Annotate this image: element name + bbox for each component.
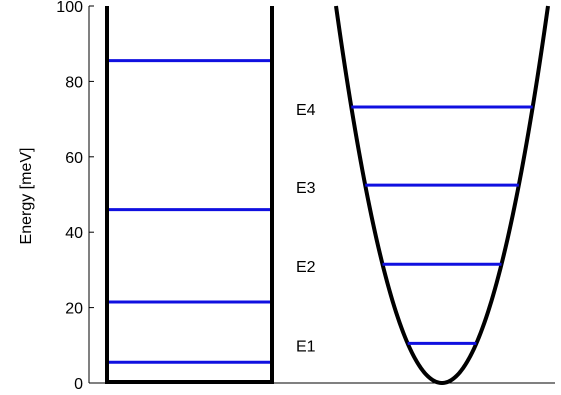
square-well-panel <box>105 6 274 384</box>
harmonic-potential-curve <box>334 5 550 386</box>
level-label-e4: E4 <box>296 102 316 119</box>
y-tick-label: 100 <box>56 0 83 16</box>
y-tick-label: 60 <box>65 150 83 167</box>
level-label-e1: E1 <box>296 338 316 355</box>
y-tick-label: 0 <box>74 376 83 393</box>
harmonic-well-panel: E1 E2 E3 E4 <box>296 5 550 386</box>
level-label-e3: E3 <box>296 180 316 197</box>
y-tick-label: 40 <box>65 225 83 242</box>
y-tick-label: 80 <box>65 74 83 91</box>
y-tick-label: 20 <box>65 301 83 318</box>
level-label-e2: E2 <box>296 259 316 276</box>
y-axis-label: Energy [meV] <box>18 148 35 245</box>
